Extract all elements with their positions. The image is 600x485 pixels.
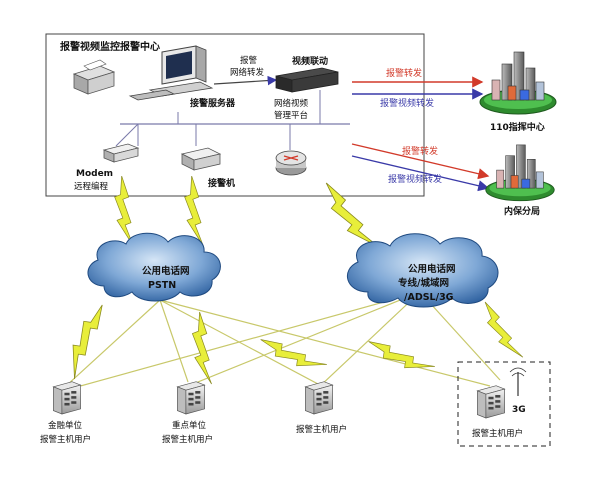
branch-office-building-icon bbox=[485, 144, 555, 202]
user1-label-line1: 金融单位 bbox=[48, 420, 83, 431]
pstn-cloud bbox=[87, 232, 221, 302]
user4-label: 报警主机用户 bbox=[472, 428, 523, 439]
data-net-label-line2: 专线/城域网 bbox=[398, 277, 449, 289]
linkage-label: 视频联动 bbox=[292, 55, 328, 67]
pstn-label-line1: 公用电话网 bbox=[142, 265, 190, 277]
control-center-frame bbox=[45, 33, 425, 197]
server-label: 接警服务器 bbox=[190, 97, 236, 109]
user3-alarm-host-icon bbox=[304, 381, 334, 415]
tag-3g-label: 3G bbox=[512, 405, 526, 415]
video-forward-label-1: 报警视频转发 bbox=[380, 97, 434, 109]
data-net-label-line3: /ADSL/3G bbox=[404, 292, 454, 303]
modem-label: Modem bbox=[76, 169, 113, 179]
forward-label-line1: 报警 bbox=[240, 55, 258, 66]
forward-label-line2: 网络转发 bbox=[230, 67, 265, 78]
video-linkage-device-icon bbox=[275, 67, 339, 93]
data-net-label-line1: 公用电话网 bbox=[408, 263, 456, 275]
control-center-title: 报警视频监控报警中心 bbox=[60, 40, 160, 53]
modem-icon bbox=[102, 143, 140, 163]
link-data-user3 bbox=[364, 331, 436, 383]
link-pstn-user1 bbox=[56, 300, 114, 380]
user2-alarm-host-icon bbox=[176, 381, 206, 415]
user1-label-line2: 报警主机用户 bbox=[40, 434, 91, 445]
alarm-server-computer-icon bbox=[128, 45, 214, 101]
data-network-cloud bbox=[347, 233, 499, 308]
link-pstn-user2 bbox=[192, 311, 212, 385]
video-forward-arrow-2 bbox=[351, 155, 490, 192]
user1-alarm-host-icon bbox=[52, 381, 82, 415]
printer-icon bbox=[72, 59, 116, 95]
3g-antenna-icon bbox=[509, 367, 527, 396]
alarm-forward-arrow-2 bbox=[351, 143, 490, 180]
receiver-label: 接警机 bbox=[208, 177, 235, 189]
forward-arrow bbox=[213, 75, 278, 86]
command-center-building-icon bbox=[479, 51, 557, 115]
modem-sub-label: 远程编程 bbox=[74, 181, 109, 192]
platform-label-line1: 网络视频 bbox=[274, 98, 309, 109]
link-data-3g bbox=[478, 297, 524, 365]
pstn-label-line2: PSTN bbox=[148, 280, 176, 291]
alarm-forward-label-2: 报警转发 bbox=[402, 145, 438, 157]
alarm-forward-label-1: 报警转发 bbox=[386, 67, 422, 79]
3g-user-dashed-frame bbox=[457, 361, 551, 447]
alarm-receiver-icon bbox=[180, 147, 222, 171]
dest-110-label: 110指挥中心 bbox=[490, 121, 545, 133]
lan-drop-modem-b bbox=[115, 123, 139, 147]
dest-branch-label: 内保分局 bbox=[504, 205, 540, 217]
user2-label-line2: 报警主机用户 bbox=[162, 434, 213, 445]
video-forward-label-2: 报警视频转发 bbox=[388, 173, 442, 185]
user2-label-line1: 重点单位 bbox=[172, 420, 207, 431]
router-icon bbox=[275, 150, 307, 176]
user3-label: 报警主机用户 bbox=[296, 424, 347, 435]
wire-group bbox=[65, 291, 501, 391]
platform-label-line2: 管理平台 bbox=[274, 110, 308, 121]
link-data-user2 bbox=[256, 329, 328, 381]
user4-alarm-host-icon bbox=[476, 385, 506, 419]
